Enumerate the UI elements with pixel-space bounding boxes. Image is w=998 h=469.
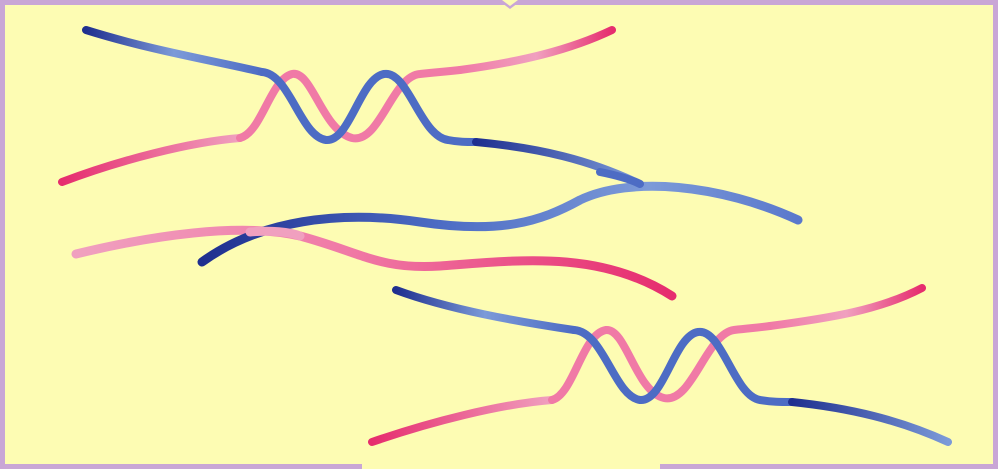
top-helix [62, 30, 640, 184]
top-helix-pink-strand [62, 138, 240, 182]
crossing-strands [76, 172, 798, 296]
crossing-blue-strand [202, 186, 798, 262]
top-helix-blue-strand [86, 30, 262, 72]
bottom-helix [372, 288, 948, 442]
crossing-pink-strand [76, 230, 672, 296]
bottom-helix-blue-strand [396, 290, 574, 330]
bottom-helix-pink-strand [372, 400, 552, 442]
